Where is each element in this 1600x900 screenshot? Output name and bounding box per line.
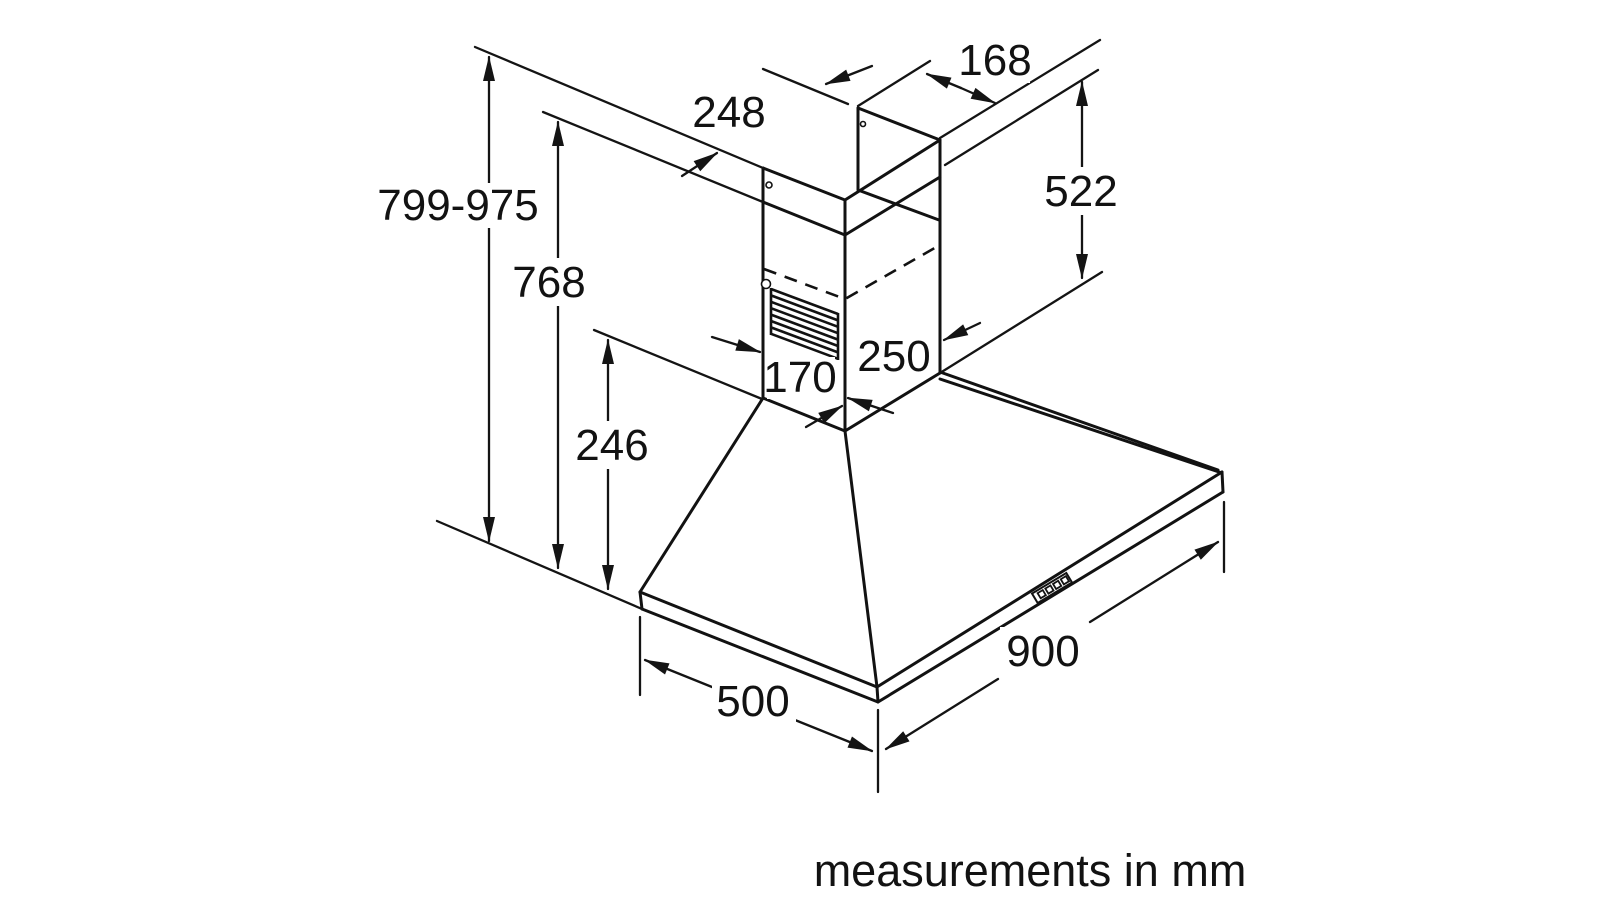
telescopic-joint-dashed-line [763, 243, 941, 301]
label-hood-depth: 500 [716, 677, 789, 726]
canopy-outline [638, 370, 1225, 704]
screw-hole [859, 120, 867, 128]
label-canopy-height: 246 [575, 421, 648, 470]
label-hood-width: 900 [1006, 627, 1079, 676]
label-upper-flue-height: 522 [1044, 167, 1117, 216]
units-note: measurements in mm [814, 845, 1247, 896]
label-chimney-width: 248 [692, 88, 765, 137]
screw-hole [765, 181, 773, 189]
chimney-flue-outline [760, 106, 942, 433]
control-button [1036, 588, 1048, 600]
air-vent-louvres [769, 287, 840, 361]
control-panel [1030, 571, 1074, 605]
label-height-768: 768 [512, 258, 585, 307]
control-button [1051, 579, 1063, 591]
control-button [1044, 584, 1055, 595]
label-lower-flue-height: 170 [763, 353, 836, 402]
label-chimney-depth: 168 [958, 36, 1031, 85]
label-flue-base-depth: 250 [857, 332, 930, 381]
label-masks [388, 37, 1117, 725]
dimension-lines [483, 55, 1220, 753]
screw-hole [760, 278, 772, 290]
label-total-height: 799-975 [377, 181, 538, 230]
extension-lines [435, 38, 1226, 794]
dimension-labels: 248 168 799-975 768 522 170 250 246 900 … [377, 36, 1117, 726]
control-button [1059, 574, 1071, 586]
